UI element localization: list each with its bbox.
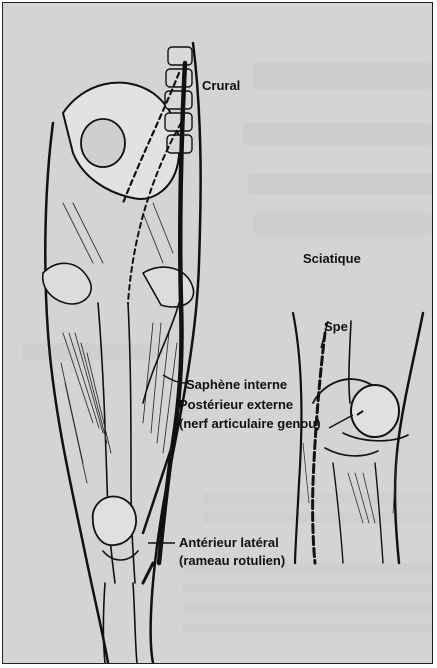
- label-spe: Spe: [324, 318, 348, 335]
- label-posterieur-externe: Postérieur externe: [179, 396, 293, 413]
- label-sciatique: Sciatique: [303, 250, 361, 267]
- label-saphene-interne: Saphène interne: [186, 376, 287, 393]
- label-posterieur-externe-detail: (nerf articulaire genou): [179, 415, 321, 432]
- label-crural: Crural: [202, 77, 240, 94]
- figure-frame: Crural Sciatique Spe Saphène interne Pos…: [2, 2, 433, 664]
- label-anterieur-lateral-detail: (rameau rotulien): [179, 552, 285, 569]
- label-anterieur-lateral: Antérieur latéral: [179, 534, 279, 551]
